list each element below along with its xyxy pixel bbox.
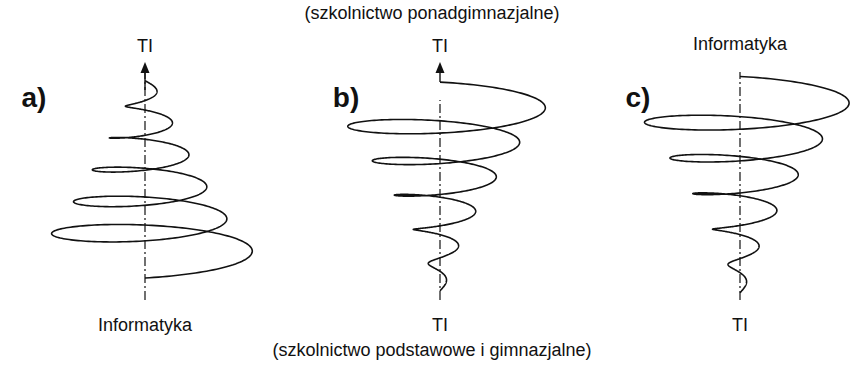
- level-caption: (szkolnictwo podstawowe i gimnazjalne): [272, 341, 591, 361]
- axis-label: TI: [732, 316, 748, 336]
- arrow-head: [436, 62, 445, 73]
- axis-line: [144, 72, 145, 300]
- axis-line: [439, 100, 440, 300]
- axis-label: Informatyka: [693, 35, 787, 55]
- axis-label: TI: [432, 316, 448, 336]
- axis-line: [439, 72, 440, 82]
- panel-letter: c): [626, 83, 651, 114]
- panel-letter: b): [333, 83, 359, 114]
- level-caption: (szkolnictwo ponadgimnazjalne): [304, 4, 559, 24]
- axis-label: Informatyka: [98, 316, 192, 336]
- spiral-curve: [52, 81, 253, 278]
- panel-letter: a): [22, 83, 47, 114]
- axis-line: [739, 72, 740, 300]
- axis-label: TI: [432, 37, 448, 57]
- arrow-head: [141, 62, 150, 73]
- spiral-curve: [348, 82, 546, 291]
- spiral-curve: [645, 76, 850, 292]
- axis-label: TI: [137, 37, 153, 57]
